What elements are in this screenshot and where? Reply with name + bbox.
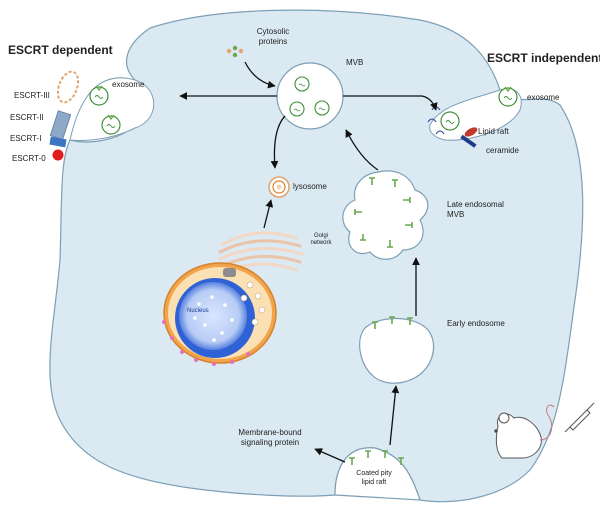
arrow-golgi-to-lysosome xyxy=(263,199,274,229)
arrow-late-mvb-to-mvb xyxy=(345,129,379,171)
arrow-proteins-to-mvb xyxy=(244,61,276,89)
escrt-iii-ring xyxy=(56,70,80,104)
arrow-mvb-to-escrt-independent xyxy=(343,95,438,111)
late-endosomal-mvb xyxy=(342,170,429,260)
label-escrt-ii: ESCRT-II xyxy=(10,113,44,122)
syringe-icon xyxy=(564,402,595,433)
label-late-endosomal-line2: MVB xyxy=(447,210,465,219)
ceramide-marker xyxy=(460,134,477,148)
label-coated-pit-line1: Coated pity xyxy=(356,470,392,477)
label-lysosome: lysosome xyxy=(293,182,327,191)
label-cytosolic-proteins-line2: proteins xyxy=(258,37,288,46)
label-early-endosome: Early endosome xyxy=(447,319,505,328)
label-golgi-line2: network xyxy=(310,240,332,246)
escrt-i-block xyxy=(49,136,67,148)
label-exosome-left: exosome xyxy=(112,80,145,89)
label-lipid-raft: Lipid raft xyxy=(478,127,509,136)
label-golgi-line1: Golgi xyxy=(313,233,328,239)
label-cytosolic-proteins-line1: Cytosolic xyxy=(256,27,290,36)
label-nucleus: Nucleus xyxy=(187,308,209,314)
label-escrt-i: ESCRT-I xyxy=(10,134,42,143)
label-exosome-right: exosome xyxy=(527,93,560,102)
label-escrt-iii: ESCRT-III xyxy=(14,91,50,100)
escrt-ii-block xyxy=(49,110,72,141)
label-coated-pit-line2: lipid raft xyxy=(361,479,387,486)
arrow-mvb-to-lysosome xyxy=(270,115,286,169)
label-late-endosomal-mvb: Late endosomal MVB xyxy=(447,200,504,220)
cytosolic-protein-dots xyxy=(226,45,244,58)
exosome-right xyxy=(498,86,518,107)
pathway-arrows xyxy=(179,61,438,463)
nucleus-cell xyxy=(162,262,277,366)
exosome-left-2 xyxy=(101,114,121,135)
heading-escrt-dependent: ESCRT dependent xyxy=(8,43,113,57)
mouse-icon xyxy=(494,404,555,459)
label-escrt-0: ESCRT-0 xyxy=(12,154,46,163)
label-coated-pit-lipid-raft: Coated pity lipid raft xyxy=(348,469,400,487)
label-ceramide: ceramide xyxy=(486,146,519,155)
label-membrane-bound-line1: Membrane-bound xyxy=(238,428,302,437)
lipid-raft-marker xyxy=(464,127,478,137)
label-cytosolic-proteins: Cytosolic proteins xyxy=(248,27,298,47)
heading-escrt-independent: ESCRT independent xyxy=(487,51,600,65)
mvb-organelle xyxy=(276,62,344,130)
escrt-0-dot xyxy=(52,149,64,161)
exosome-left-1 xyxy=(89,85,109,106)
coated-pit xyxy=(334,447,421,501)
arrow-pit-to-early xyxy=(389,385,400,446)
raft-vesicle xyxy=(427,106,460,135)
label-membrane-bound-line2: signaling protein xyxy=(240,438,300,447)
label-mvb: MVB xyxy=(346,58,364,67)
early-endosome-organelle xyxy=(359,316,435,384)
label-late-endosomal-line1: Late endosomal xyxy=(447,200,504,209)
label-golgi-network: Golgi network xyxy=(304,233,338,247)
lysosome-organelle xyxy=(268,176,290,198)
label-membrane-bound-signaling-protein: Membrane-bound signaling protein xyxy=(228,428,312,448)
arrow-pit-to-signaling xyxy=(314,448,346,463)
